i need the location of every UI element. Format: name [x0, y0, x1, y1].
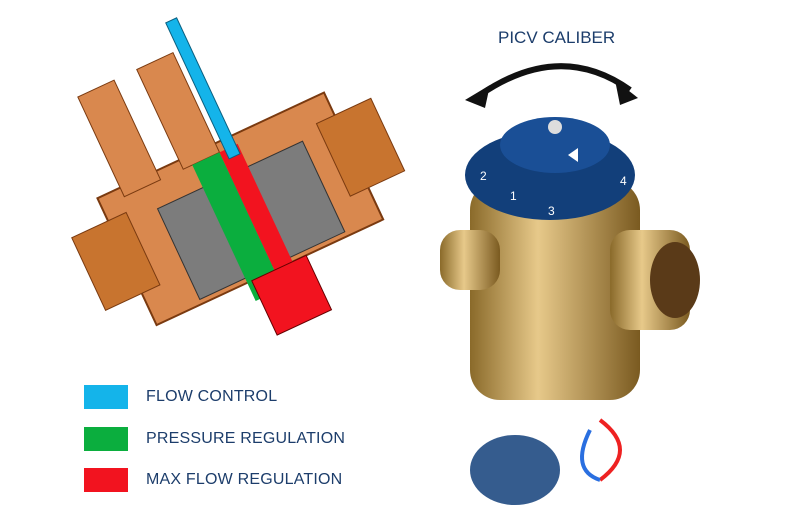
valve-cross-section — [71, 17, 406, 336]
rotation-arrow-icon — [478, 63, 632, 98]
dial-number: 3 — [548, 204, 555, 218]
legend-item-max-flow-regulation: MAX FLOW REGULATION — [84, 468, 342, 492]
legend-swatch — [84, 427, 128, 451]
caliber-title: PICV CALIBER — [498, 28, 616, 47]
legend-swatch — [84, 385, 128, 409]
legend-label: MAX FLOW REGULATION — [146, 471, 343, 488]
dial-number: 2 — [480, 169, 487, 183]
dial-number: 1 — [510, 189, 517, 203]
legend-label: FLOW CONTROL — [146, 388, 278, 405]
legend-swatch — [84, 468, 128, 492]
valve-photo: 2 3 4 1 — [440, 63, 700, 505]
legend-label: PRESSURE REGULATION — [146, 430, 346, 447]
dial-number: 4 — [620, 174, 627, 188]
legend-item-flow-control: FLOW CONTROL — [84, 385, 277, 409]
legend-item-pressure-regulation: PRESSURE REGULATION — [84, 427, 345, 451]
